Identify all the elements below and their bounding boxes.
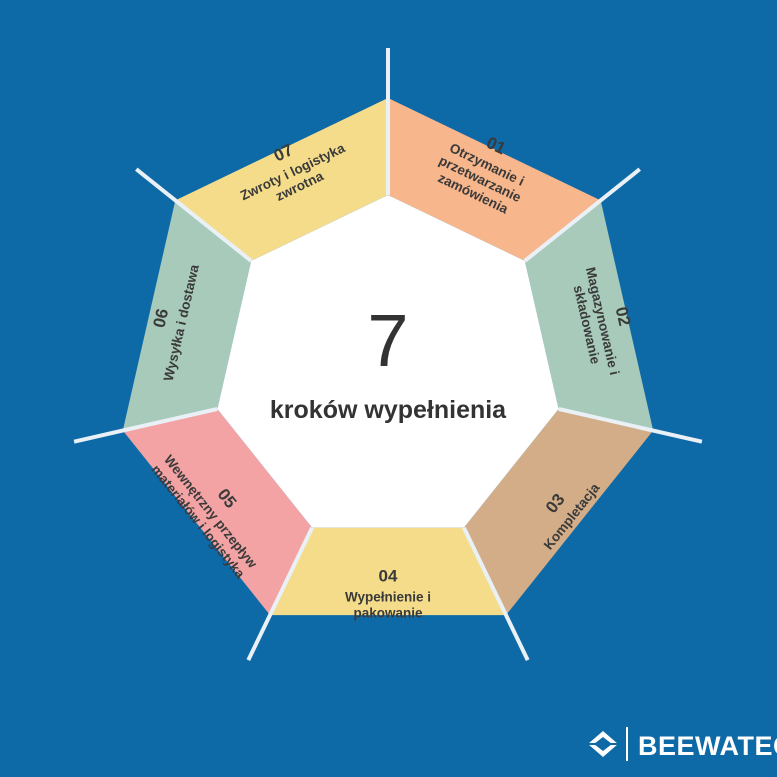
- divider-line: [462, 526, 530, 661]
- segment-04: [269, 527, 507, 616]
- divider-line: [73, 406, 218, 444]
- segment-07: [175, 98, 388, 261]
- brand-logo: BEEWATEC: [588, 727, 777, 761]
- divider-line: [558, 406, 703, 444]
- center-subtitle: kroków wypełnienia: [270, 396, 507, 424]
- segment-02: [524, 200, 654, 431]
- divider-line: [523, 167, 641, 263]
- segment-05: [122, 408, 313, 616]
- step-number: 02: [612, 305, 635, 328]
- diamond-logo-icon: [588, 731, 618, 757]
- center-heptagon: [217, 195, 559, 528]
- segment-03: [463, 408, 654, 616]
- step-number: 04: [379, 567, 398, 586]
- step-text-line: pakowanie: [353, 606, 423, 621]
- step-number: 06: [149, 307, 172, 330]
- center-text: 7 kroków wypełnienia: [270, 299, 507, 424]
- segment-dividers: [73, 48, 703, 661]
- divider-line: [246, 526, 314, 661]
- brand-name: BEEWATEC: [638, 731, 777, 761]
- divider-line: [135, 167, 253, 263]
- segment-06: [122, 200, 252, 431]
- step-text-line: Wypełnienie i: [345, 590, 431, 605]
- segment-01: [388, 98, 601, 261]
- center-number: 7: [367, 299, 408, 382]
- step-segments: [122, 98, 654, 616]
